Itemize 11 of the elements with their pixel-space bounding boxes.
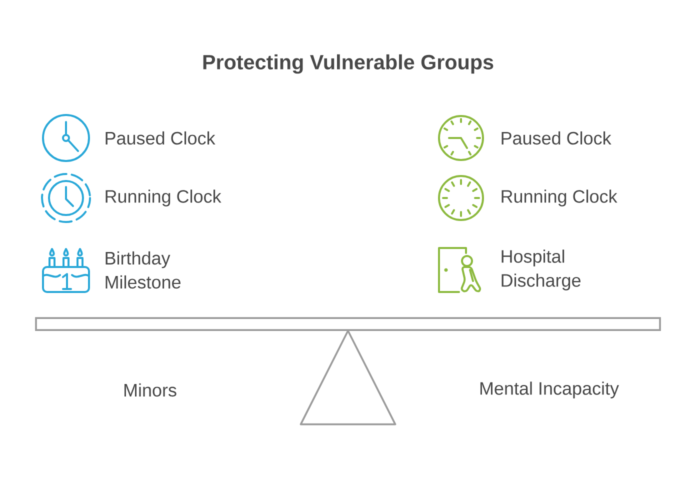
heading: Protecting Vulnerable Groups — [203, 54, 494, 74]
item-label: Mental Incapacity — [480, 382, 619, 398]
item-label: Paused Clock — [502, 131, 612, 145]
fulcrum-triangle — [300, 330, 396, 426]
item-label: Minors — [124, 383, 176, 397]
item-label: Hospital Discharge — [502, 250, 580, 290]
item-label: Paused Clock — [106, 131, 216, 145]
seesaw-beam — [35, 317, 661, 331]
item-label: Birthday Milestone — [106, 251, 180, 289]
item-label: Running Clock — [106, 190, 222, 206]
item-label: Running Clock — [502, 190, 618, 206]
